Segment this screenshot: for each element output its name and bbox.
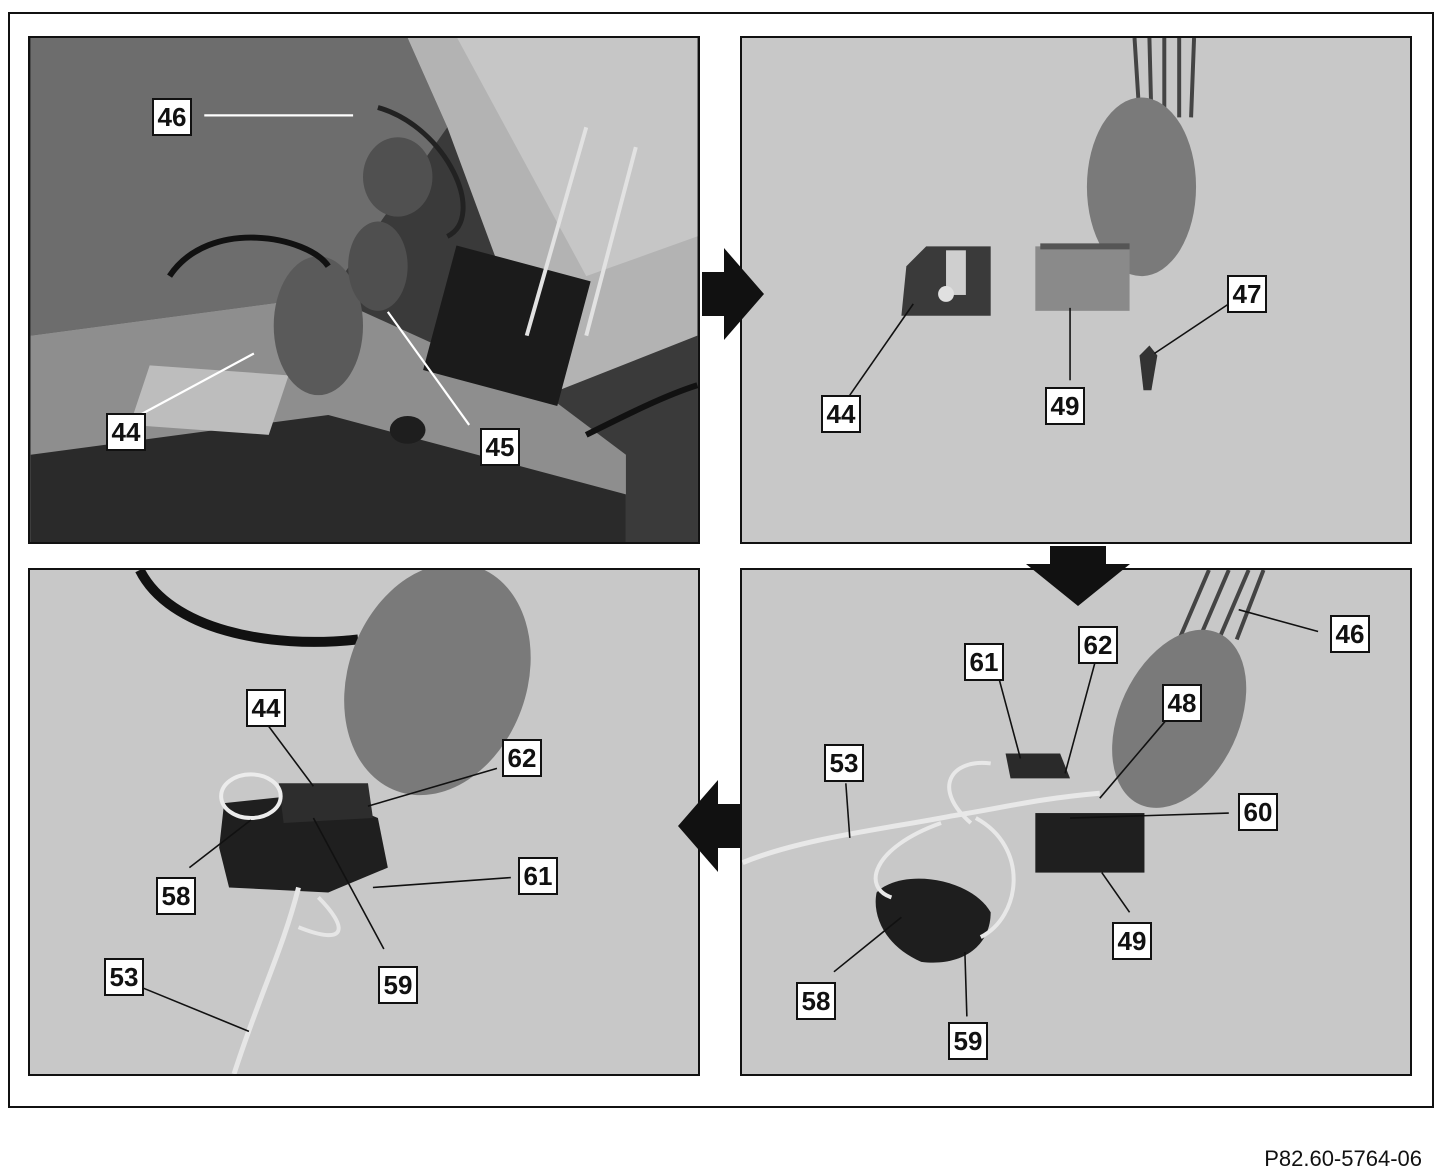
callout-46: 46 <box>152 98 192 136</box>
arrow-left-icon <box>678 780 740 877</box>
photo-step-1 <box>30 38 698 542</box>
photo-panel-step-3: 61 62 46 48 53 60 49 58 59 <box>740 568 1412 1076</box>
photo-panel-step-1: 46 44 45 <box>28 36 700 544</box>
arrow-down-icon <box>1026 546 1130 611</box>
callout-62: 62 <box>1078 626 1118 664</box>
callout-61: 61 <box>518 857 558 895</box>
arrow-right-icon <box>702 248 764 345</box>
callout-47: 47 <box>1227 275 1267 313</box>
callout-44: 44 <box>821 395 861 433</box>
figure-reference-code: P82.60-5764-06 <box>1264 1146 1422 1171</box>
callout-60: 60 <box>1238 793 1278 831</box>
callout-58: 58 <box>796 982 836 1020</box>
callout-53: 53 <box>824 744 864 782</box>
photo-step-3 <box>742 570 1410 1074</box>
callout-44: 44 <box>106 413 146 451</box>
callout-62: 62 <box>502 739 542 777</box>
callout-48: 48 <box>1162 684 1202 722</box>
photo-panel-step-2: 44 49 47 <box>740 36 1412 544</box>
callout-61: 61 <box>964 643 1004 681</box>
photo-panel-step-4: 44 62 58 61 59 53 <box>28 568 700 1076</box>
callout-53: 53 <box>104 958 144 996</box>
callout-46: 46 <box>1330 615 1370 653</box>
callout-44: 44 <box>246 689 286 727</box>
callout-59: 59 <box>378 966 418 1004</box>
callout-58: 58 <box>156 877 196 915</box>
callout-49: 49 <box>1112 922 1152 960</box>
callout-45: 45 <box>480 428 520 466</box>
photo-step-4 <box>30 570 698 1074</box>
callout-59: 59 <box>948 1022 988 1060</box>
callout-49: 49 <box>1045 387 1085 425</box>
photo-step-2 <box>742 38 1410 542</box>
